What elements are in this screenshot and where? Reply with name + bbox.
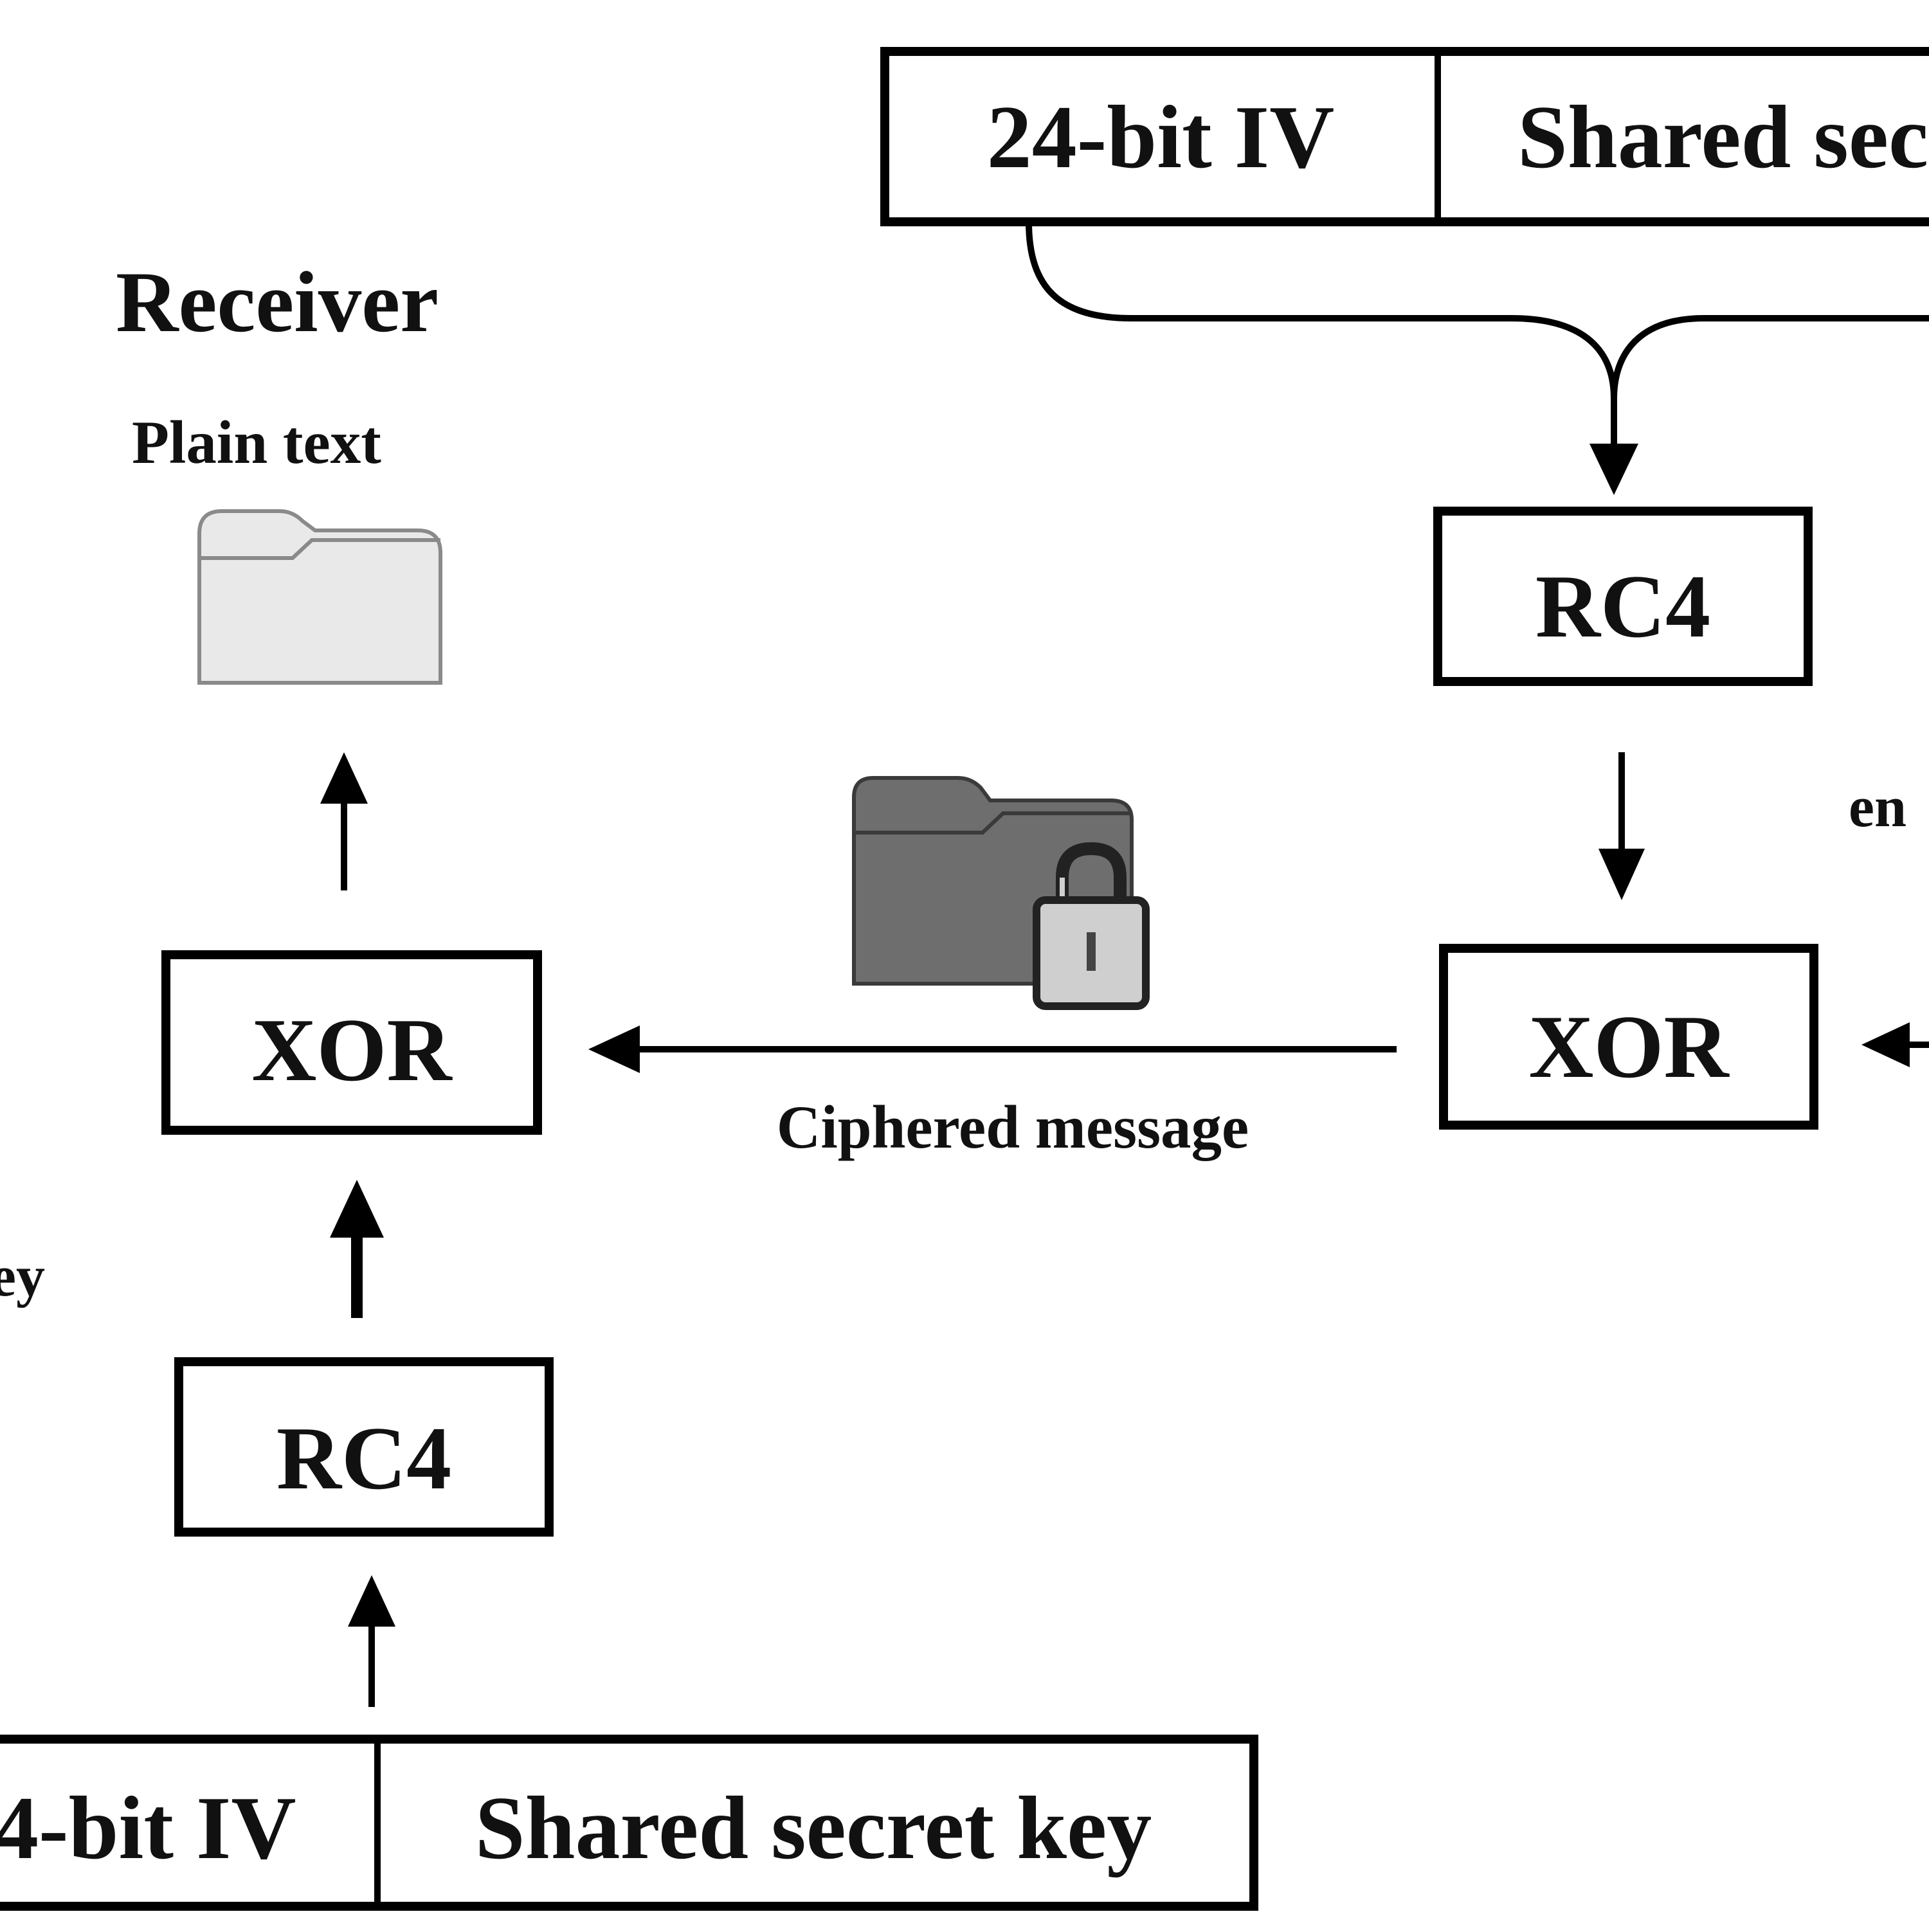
bottom-secret-label: Shared secret key bbox=[475, 1778, 1152, 1878]
plaintext-input-arrowhead bbox=[1861, 1022, 1910, 1067]
plain-folder-body bbox=[197, 509, 442, 685]
right-rc4-to-xor-arrow bbox=[1598, 752, 1645, 900]
plain-text-label: Plain text bbox=[132, 408, 381, 476]
bottom-key-block: 4-bit IV Shared secret key bbox=[0, 1735, 1258, 1911]
right-rc4-box bbox=[1433, 507, 1813, 686]
top-iv-label: 24-bit IV bbox=[987, 87, 1335, 187]
left-xor-box bbox=[161, 950, 542, 1135]
top-key-frame bbox=[880, 47, 1929, 226]
top-key-block: 24-bit IV Shared sec bbox=[880, 47, 1929, 226]
decrypted-output-arrow bbox=[320, 752, 368, 890]
left-cut-label: ey bbox=[0, 1245, 45, 1308]
ciphered-message-arrow: Ciphered message bbox=[588, 1025, 1397, 1161]
padlock-shackle bbox=[1056, 842, 1127, 903]
top-secret-label: Shared sec bbox=[1517, 87, 1928, 187]
left-xor-label: XOR bbox=[251, 1000, 453, 1100]
left-keystream-arrow bbox=[330, 1180, 384, 1318]
top-key-to-rc4-connector bbox=[1026, 221, 1929, 495]
receiver-title: Receiver bbox=[116, 255, 439, 350]
keystream-arrowhead bbox=[1598, 849, 1645, 900]
bottom-key-arrowhead bbox=[348, 1575, 395, 1627]
right-rc4-block: RC4 bbox=[1433, 507, 1813, 686]
right-xor-block: XOR bbox=[1439, 944, 1818, 1130]
folder-icon bbox=[197, 509, 442, 685]
left-xor-block: XOR bbox=[161, 950, 542, 1135]
right-cut-label: en bbox=[1849, 775, 1906, 839]
key-connector-curve bbox=[1611, 315, 1929, 399]
plaintext-input-arrow bbox=[1861, 1022, 1929, 1067]
bottom-iv-label: 4-bit IV bbox=[0, 1778, 296, 1878]
right-xor-box bbox=[1439, 944, 1818, 1130]
rc4-input-arrowhead bbox=[1589, 444, 1638, 495]
ciphered-message-arrowhead bbox=[588, 1025, 640, 1073]
right-rc4-label: RC4 bbox=[1535, 557, 1710, 656]
ciphered-message-label: Ciphered message bbox=[777, 1093, 1249, 1161]
left-keystream-arrowhead bbox=[330, 1180, 384, 1238]
output-arrowhead bbox=[320, 752, 368, 804]
plain-folder-tab-line bbox=[199, 538, 440, 560]
bottom-key-frame bbox=[0, 1735, 1258, 1911]
left-rc4-box bbox=[174, 1357, 554, 1537]
iv-connector-curve bbox=[1026, 221, 1617, 399]
left-rc4-label: RC4 bbox=[276, 1409, 451, 1508]
bottom-key-to-rc4-arrow bbox=[348, 1575, 395, 1707]
right-xor-label: XOR bbox=[1528, 997, 1730, 1097]
locked-folder-tab-line bbox=[854, 811, 1132, 835]
left-rc4-block: RC4 bbox=[174, 1357, 554, 1537]
locked-folder-icon bbox=[852, 776, 1150, 1010]
padlock-keyhole bbox=[1087, 932, 1096, 971]
